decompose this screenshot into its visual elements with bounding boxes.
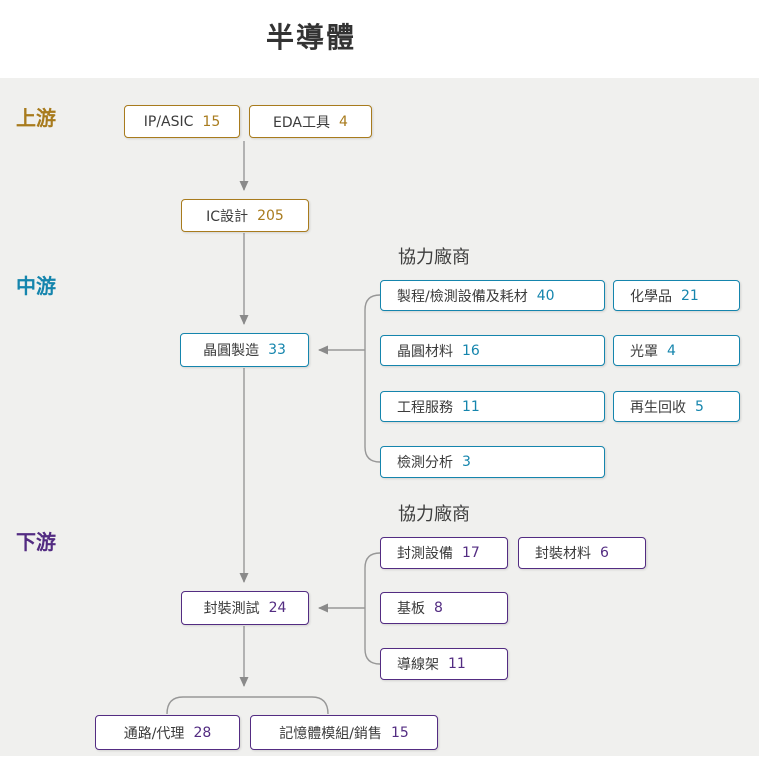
page-title: 半導體 xyxy=(265,21,356,54)
node-photomask[interactable]: 光罩 4 xyxy=(613,335,740,366)
node-photomask-count: 4 xyxy=(667,342,676,359)
downstream-partners-header: 協力廠商 xyxy=(398,504,470,525)
stage-label-downstream: 下游 xyxy=(16,530,56,554)
stage-label-upstream: 上游 xyxy=(16,106,56,130)
node-wafer-materials-count: 16 xyxy=(462,342,480,359)
node-recycling[interactable]: 再生回收 5 xyxy=(613,391,740,422)
node-photomask-label: 光罩 xyxy=(630,343,658,360)
node-leadframe[interactable]: 導線架 11 xyxy=(380,648,508,680)
node-chemicals-label: 化學品 xyxy=(630,288,672,305)
node-substrate[interactable]: 基板 8 xyxy=(380,592,508,624)
node-eda-tools-count: 4 xyxy=(339,113,348,130)
node-channel-agency-label: 通路/代理 xyxy=(123,725,185,742)
node-chemicals-count: 21 xyxy=(681,287,699,304)
node-recycling-label: 再生回收 xyxy=(630,399,686,416)
node-test-analysis-label: 檢測分析 xyxy=(397,455,453,471)
node-channel-agency[interactable]: 通路/代理 28 xyxy=(95,715,240,750)
node-substrate-label: 基板 xyxy=(397,601,425,617)
node-wafer-materials[interactable]: 晶圓材料 16 xyxy=(380,335,605,366)
node-test-analysis-count: 3 xyxy=(462,454,471,470)
node-packaging-test-equipment-label: 封測設備 xyxy=(397,546,453,562)
node-recycling-count: 5 xyxy=(695,398,704,415)
node-packaging-testing-count: 24 xyxy=(268,600,287,616)
node-memory-module-sales-count: 15 xyxy=(390,724,409,741)
node-chemicals[interactable]: 化學品 21 xyxy=(613,280,740,311)
node-wafer-manufacturing-label: 晶圓製造 xyxy=(203,343,260,359)
node-engineering-services-count: 11 xyxy=(462,398,480,415)
node-ic-design-label: IC設計 xyxy=(206,208,249,225)
node-ip-asic[interactable]: IP/ASIC 15 xyxy=(124,105,240,138)
node-process-test-equipment[interactable]: 製程/檢測設備及耗材 40 xyxy=(380,280,605,311)
node-eda-tools-label: EDA工具 xyxy=(273,114,331,131)
node-process-test-equipment-label: 製程/檢測設備及耗材 xyxy=(397,288,528,305)
node-ip-asic-label: IP/ASIC xyxy=(143,113,194,130)
node-packaging-materials[interactable]: 封裝材料 6 xyxy=(518,537,646,569)
node-ip-asic-count: 15 xyxy=(202,113,221,130)
node-memory-module-sales-label: 記憶體模組/銷售 xyxy=(279,725,382,742)
node-memory-module-sales[interactable]: 記憶體模組/銷售 15 xyxy=(250,715,438,750)
node-wafer-manufacturing[interactable]: 晶圓製造 33 xyxy=(180,333,309,367)
node-packaging-testing-label: 封裝測試 xyxy=(203,601,260,617)
node-wafer-materials-label: 晶圓材料 xyxy=(397,343,453,360)
node-ic-design[interactable]: IC設計 205 xyxy=(181,199,309,232)
node-channel-agency-count: 28 xyxy=(193,724,212,741)
node-test-analysis[interactable]: 檢測分析 3 xyxy=(380,446,605,478)
node-wafer-manufacturing-count: 33 xyxy=(268,342,286,358)
node-leadframe-count: 11 xyxy=(448,656,466,672)
node-engineering-services-label: 工程服務 xyxy=(397,399,453,416)
node-ic-design-count: 205 xyxy=(257,207,284,224)
node-eda-tools[interactable]: EDA工具 4 xyxy=(249,105,372,138)
node-packaging-materials-label: 封裝材料 xyxy=(535,546,591,562)
node-substrate-count: 8 xyxy=(434,600,443,616)
node-process-test-equipment-count: 40 xyxy=(536,287,555,304)
node-engineering-services[interactable]: 工程服務 11 xyxy=(380,391,605,422)
stage-label-midstream: 中游 xyxy=(16,274,56,298)
node-packaging-test-equipment-count: 17 xyxy=(462,545,480,561)
node-packaging-testing[interactable]: 封裝測試 24 xyxy=(181,591,309,625)
node-leadframe-label: 導線架 xyxy=(397,657,439,673)
node-packaging-test-equipment[interactable]: 封測設備 17 xyxy=(380,537,508,569)
node-packaging-materials-count: 6 xyxy=(600,545,609,561)
midstream-partners-header: 協力廠商 xyxy=(398,247,470,268)
